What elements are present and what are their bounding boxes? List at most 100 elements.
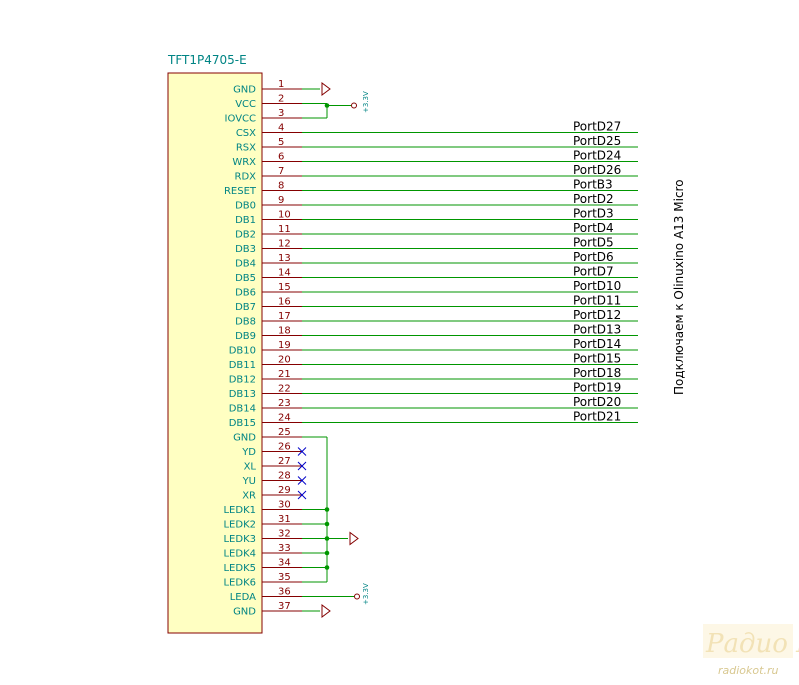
pin-name-label: IOVCC <box>225 114 256 125</box>
component-ref: TFT1P4705-E <box>167 53 247 67</box>
pin-name-label: DB6 <box>235 288 256 299</box>
gnd-symbol <box>349 531 359 546</box>
pin-number-label: 32 <box>278 529 291 540</box>
pin-name-label: GND <box>233 433 256 444</box>
pin-name-label: DB2 <box>235 230 256 241</box>
pin-name-label: DB0 <box>235 201 256 212</box>
pin-name-label: DB4 <box>235 259 256 270</box>
pin-number-label: 4 <box>278 123 284 134</box>
pin-number-label: 22 <box>278 384 291 395</box>
pin-name-label: LEDK3 <box>223 534 256 545</box>
net-label: PortD11 <box>573 294 621 308</box>
pin-number-label: 11 <box>278 224 291 235</box>
pin-number-label: 10 <box>278 210 291 221</box>
connection-note: Подключаем к Olinuxino A13 Micro <box>672 179 686 395</box>
pin-number-label: 33 <box>278 543 291 554</box>
no-connect-marker <box>297 476 307 485</box>
net-label: PortD18 <box>573 366 621 380</box>
watermark-site: radiokot.ru <box>718 664 778 677</box>
pin-name-label: RESET <box>224 186 257 197</box>
pin-number-label: 18 <box>278 326 291 337</box>
net-label: PortD2 <box>573 192 614 206</box>
pin-name-label: VCC <box>235 99 256 110</box>
pin-name-label: LEDA <box>230 592 256 603</box>
no-connect-stroke <box>297 490 307 500</box>
leda-power-label: +3.3V <box>362 583 370 605</box>
leda-power-symbol <box>354 593 360 600</box>
no-connect-stroke <box>297 476 307 485</box>
pin-name-label: LEDK6 <box>223 578 256 589</box>
vcc-power-label: +3.3V <box>362 91 370 113</box>
pin-number-label: 23 <box>278 398 291 409</box>
net-label: PortD26 <box>573 163 621 177</box>
net-label: PortD13 <box>573 323 621 337</box>
pin-name-label: LEDK4 <box>223 549 256 560</box>
pin-number-label: 34 <box>278 558 291 569</box>
pin-name-label: DB14 <box>229 404 256 415</box>
component-body <box>167 72 263 634</box>
net-label: PortD14 <box>573 337 621 351</box>
pin-name-label: CSX <box>236 128 256 139</box>
pin-number-label: 20 <box>278 355 291 366</box>
net-label: PortD19 <box>573 381 621 395</box>
pin-name-label: RSX <box>236 143 256 154</box>
pin-number-label: 14 <box>278 268 291 279</box>
pin-number-label: 15 <box>278 282 291 293</box>
pin-number-label: 9 <box>278 195 284 206</box>
no-connect-marker <box>297 490 307 500</box>
junction-dot <box>324 521 330 527</box>
pin-name-label: WRX <box>232 157 256 168</box>
pin-name-label: DB1 <box>235 215 256 226</box>
pin-name-label: DB15 <box>229 418 256 429</box>
net-label: PortB3 <box>573 178 613 192</box>
pin-name-label: LEDK5 <box>223 563 256 574</box>
watermark: Радио КОТ radiokot.ru <box>703 624 799 677</box>
pin-number-label: 28 <box>278 471 291 482</box>
pin-number-label: 2 <box>278 94 284 105</box>
no-connect-stroke <box>297 447 307 456</box>
pin-number-label: 35 <box>278 572 291 583</box>
pin-number-label: 27 <box>278 456 291 467</box>
pin-name-label: DB10 <box>229 346 256 357</box>
net-label: PortD4 <box>573 221 614 235</box>
pin-name-label: DB5 <box>235 273 256 284</box>
net-label: PortD21 <box>573 410 621 424</box>
pin-name-label: RDX <box>235 172 257 183</box>
pin-name-label: XL <box>244 462 257 473</box>
pin-number-label: 8 <box>278 181 284 192</box>
net-label: PortD24 <box>573 149 621 163</box>
net-label: PortD27 <box>573 120 621 134</box>
pin-number-label: 30 <box>278 500 291 511</box>
pin-name-label: DB9 <box>235 331 256 342</box>
pin-number-label: 16 <box>278 297 291 308</box>
net-label: PortD12 <box>573 308 621 322</box>
pin-number-label: 5 <box>278 137 284 148</box>
gnd-symbol <box>321 82 331 96</box>
pin-name-label: GND <box>233 85 256 96</box>
pin-number-label: 24 <box>278 413 291 424</box>
pin-name-label: DB7 <box>235 302 256 313</box>
watermark-brand: Радио КОТ <box>705 629 799 659</box>
pin-name-label: DB3 <box>235 244 256 255</box>
pin-number-label: 25 <box>278 427 291 438</box>
net-label: PortD15 <box>573 352 621 366</box>
pin-number-label: 36 <box>278 587 291 598</box>
pin-number-label: 17 <box>278 311 291 322</box>
net-label: PortD7 <box>573 265 614 279</box>
pin-number-label: 3 <box>278 108 284 119</box>
pin-number-label: 7 <box>278 166 284 177</box>
pin-number-label: 1 <box>278 79 284 90</box>
net-label: PortD3 <box>573 207 614 221</box>
pin-number-label: 26 <box>278 442 291 453</box>
pin-number-label: 31 <box>278 514 291 525</box>
junction-dot <box>324 550 330 556</box>
pin-name-label: DB12 <box>229 375 256 386</box>
net-label: PortD20 <box>573 395 621 409</box>
pin-number-label: 13 <box>278 253 291 264</box>
net-label: PortD5 <box>573 236 614 250</box>
pin-name-label: YU <box>242 476 256 487</box>
pin-number-label: 37 <box>278 601 291 612</box>
net-label: PortD25 <box>573 134 621 148</box>
net-label: PortD6 <box>573 250 614 264</box>
net-label: PortD10 <box>573 279 621 293</box>
